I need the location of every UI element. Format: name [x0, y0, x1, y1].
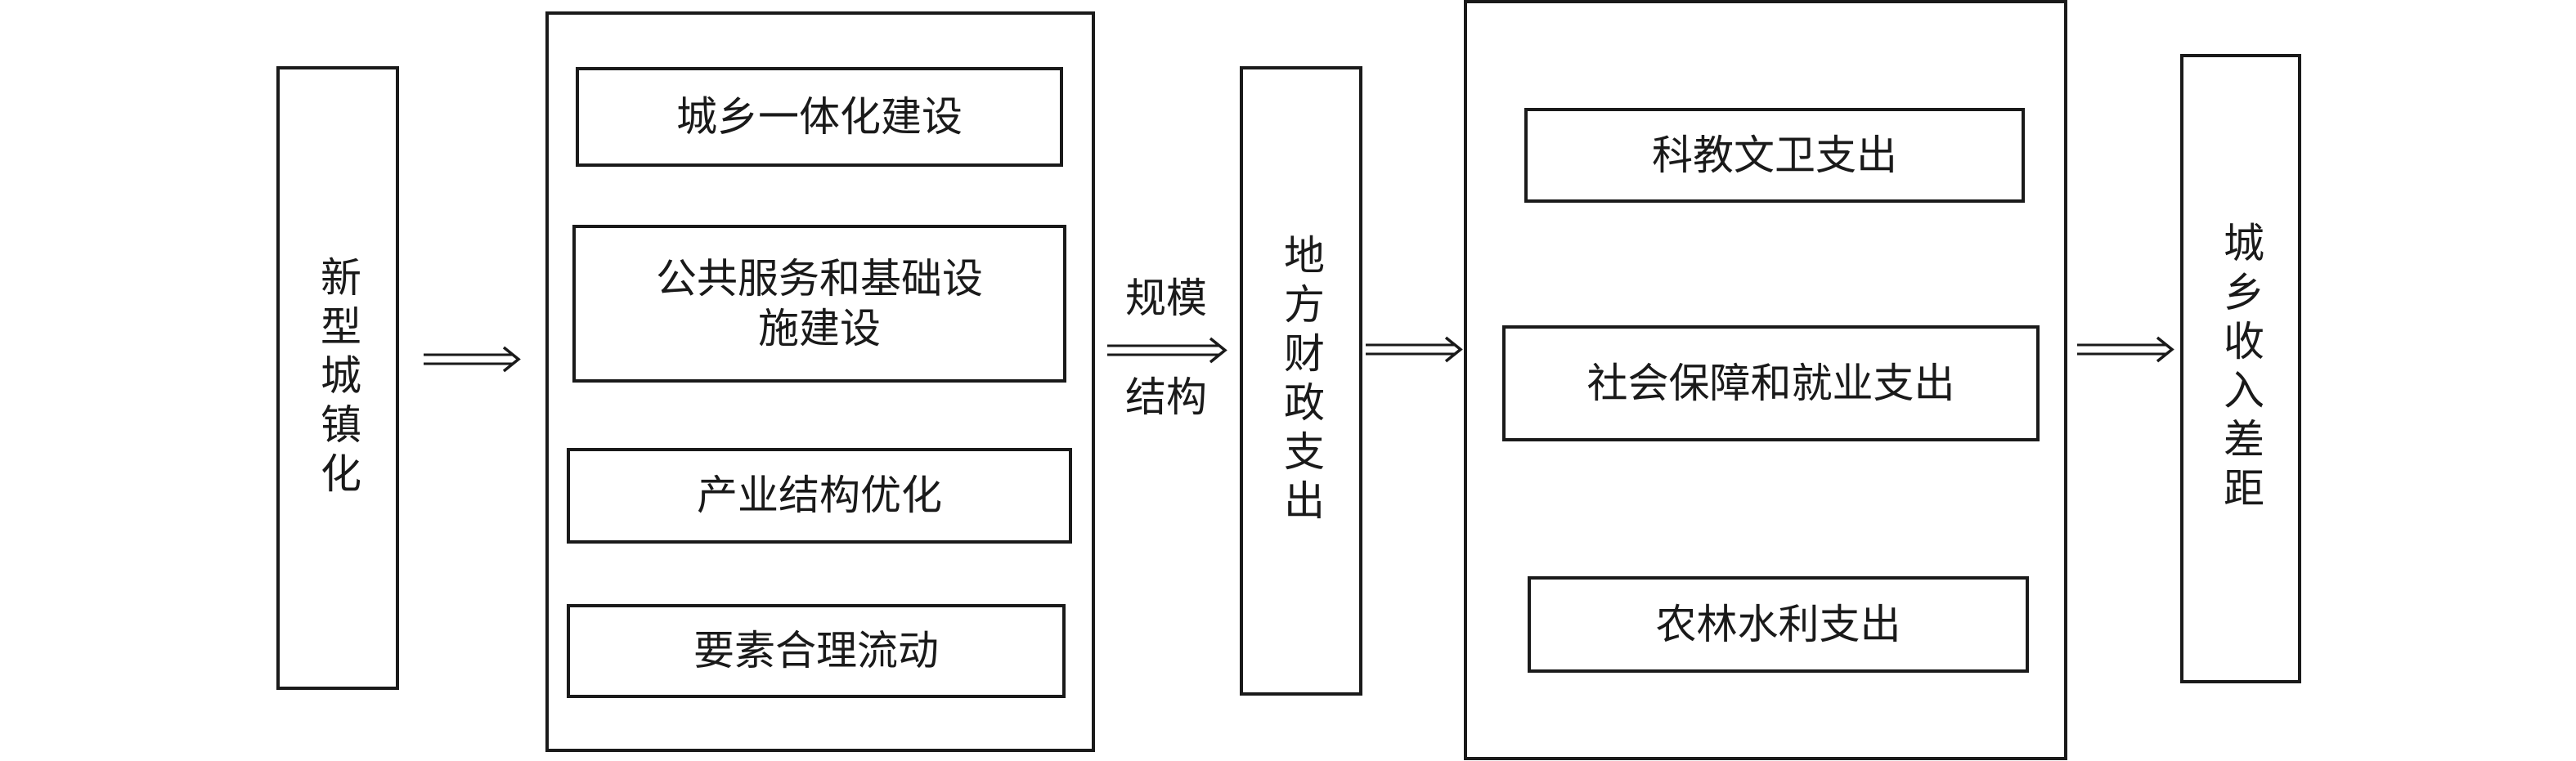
channels-group — [545, 11, 1095, 752]
expenditure-social-security-employment-label: 社会保障和就业支出 — [1586, 359, 1955, 407]
channel-public-services-infrastructure-label: 公共服务和基础设施建设 — [656, 254, 983, 352]
node-urban-rural-income-gap: 城乡收入差距 — [2180, 54, 2301, 683]
arrow-expenditures-to-income-gap — [2077, 336, 2174, 363]
expenditure-agriculture-forestry-water: 农林水利支出 — [1528, 576, 2029, 673]
edge-label-structure: 结构 — [1125, 374, 1207, 421]
node-local-fiscal-expenditure-label: 地方财政支出 — [1277, 234, 1325, 528]
channel-public-services-infrastructure: 公共服务和基础设施建设 — [572, 225, 1066, 383]
node-new-urbanization: 新型城镇化 — [276, 66, 399, 690]
channel-urban-rural-integration-label: 城乡一体化建设 — [676, 92, 963, 141]
arrow-channels-to-fiscal — [1107, 337, 1227, 364]
arrow-fiscal-to-expenditures — [1366, 336, 1463, 363]
edge-label-scale: 规模 — [1125, 275, 1207, 322]
expenditure-science-education-culture-health: 科教文卫支出 — [1524, 108, 2025, 203]
node-local-fiscal-expenditure: 地方财政支出 — [1240, 66, 1362, 696]
arrow-urbanization-to-channels — [424, 346, 521, 373]
node-new-urbanization-label: 新型城镇化 — [314, 255, 361, 501]
expenditures-group — [1464, 0, 2067, 760]
expenditure-science-education-culture-health-label: 科教文卫支出 — [1652, 131, 1897, 179]
channel-industrial-structure-optimization-label: 产业结构优化 — [697, 472, 942, 519]
expenditure-social-security-employment: 社会保障和就业支出 — [1502, 325, 2040, 441]
node-urban-rural-income-gap-label: 城乡收入差距 — [2217, 222, 2264, 516]
channel-industrial-structure-optimization: 产业结构优化 — [567, 448, 1072, 544]
channel-urban-rural-integration: 城乡一体化建设 — [576, 67, 1063, 167]
expenditure-agriculture-forestry-water-label: 农林水利支出 — [1655, 600, 1901, 648]
channel-factor-flow: 要素合理流动 — [567, 604, 1066, 698]
channel-factor-flow-label: 要素合理流动 — [693, 627, 939, 674]
